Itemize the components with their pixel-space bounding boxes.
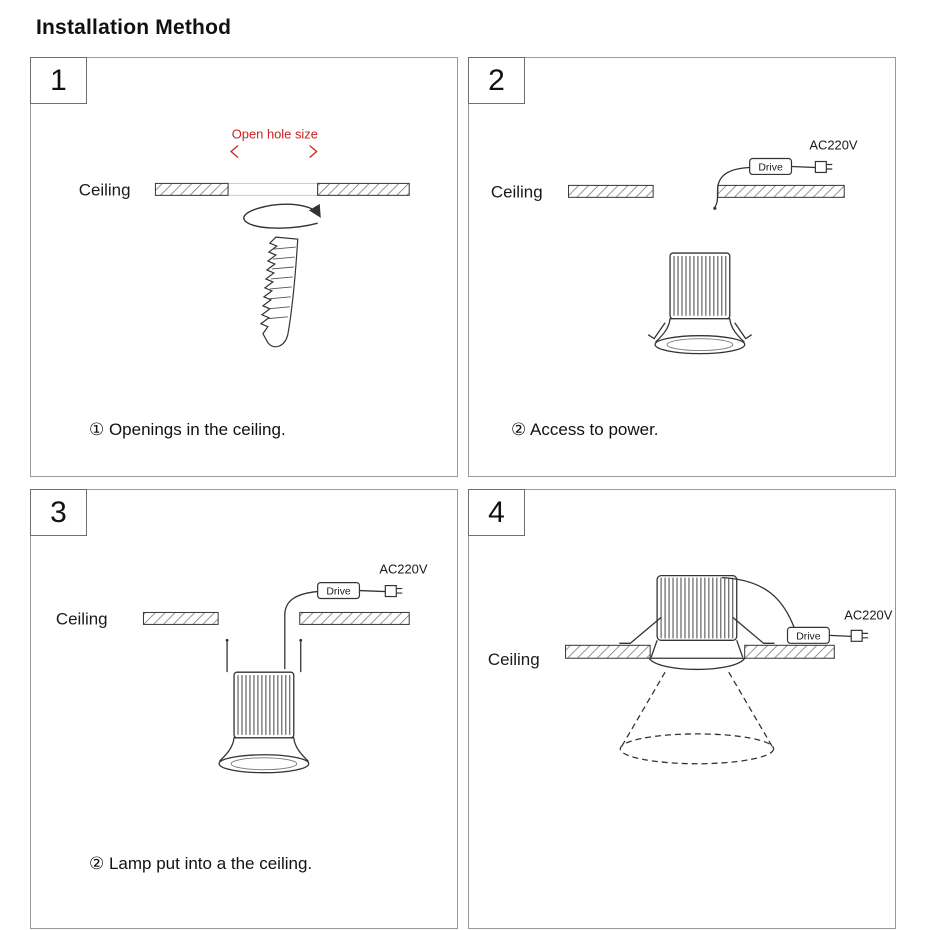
spring-clip-right <box>732 616 775 644</box>
lamp-heatsink <box>669 252 731 320</box>
drive-label: Drive <box>796 631 821 642</box>
panel-2: 2 Ceiling AC220V Drive <box>468 57 896 477</box>
clip-pin-tip-left <box>225 638 229 642</box>
ac220v-label: AC220V <box>844 607 893 622</box>
plug-prongs <box>826 163 833 170</box>
plug-prongs <box>396 587 403 594</box>
ceiling-label: Ceiling <box>491 182 543 201</box>
driver-unit: Drive <box>721 576 869 644</box>
driver-unit: Drive <box>713 157 833 210</box>
lamp-flange <box>218 737 310 762</box>
plug-icon <box>850 629 863 642</box>
drill-icon <box>259 236 299 348</box>
spring-clip-left <box>619 616 662 644</box>
panel-3-illustration: AC220V Drive Ceiling <box>56 562 428 774</box>
panel-4-number: 4 <box>488 495 505 529</box>
driver-unit: Drive <box>284 581 403 670</box>
power-wire <box>714 166 750 208</box>
spring-clip-right <box>734 322 753 340</box>
panel-4-number-box: 4 <box>468 489 525 536</box>
ceiling-right-section <box>744 644 835 659</box>
drive-label: Drive <box>326 587 351 598</box>
downlight-icon <box>619 574 775 670</box>
ac220v-label: AC220V <box>379 562 428 577</box>
power-wire <box>721 576 796 629</box>
hole-width-arrow-left-icon <box>230 145 239 159</box>
spring-clip-pins <box>226 641 302 673</box>
lamp-flange <box>654 318 746 343</box>
panel-1-caption: ① Openings in the ceiling. <box>89 420 286 439</box>
panel-2-illustration: Ceiling AC220V Drive <box>491 138 858 355</box>
ceiling-right-section <box>299 611 410 625</box>
open-hole-size-label: Open hole size <box>232 127 318 142</box>
panel-1-illustration: Open hole size Ceiling <box>79 127 410 348</box>
lamp-trim <box>647 657 746 670</box>
drive-label: Drive <box>758 162 783 173</box>
ceiling-left-section <box>154 182 229 196</box>
lamp-fins <box>673 256 727 316</box>
panel-3-number-box: 3 <box>30 489 87 536</box>
downlight-icon <box>647 252 753 355</box>
plug-wire <box>791 165 816 169</box>
panel-2-number-box: 2 <box>468 57 525 104</box>
plug-prongs <box>862 632 869 639</box>
rotation-arrow-icon <box>243 203 321 229</box>
spring-clip-left <box>647 322 666 340</box>
lamp-fins <box>660 577 734 639</box>
plug-wire <box>359 589 386 593</box>
wire-end <box>713 206 717 210</box>
light-beam <box>619 671 775 765</box>
ceiling-label: Ceiling <box>56 609 108 628</box>
hole-width-arrow-right-icon <box>309 145 318 159</box>
panel-3-caption: ② Lamp put into a the ceiling. <box>89 854 313 873</box>
ceiling-left-section <box>142 611 219 625</box>
clip-pin-tip-right <box>299 638 303 642</box>
lamp-heatsink <box>233 671 295 739</box>
power-wire <box>284 590 318 670</box>
ceiling-right-section <box>317 182 410 196</box>
ceiling-left-section <box>568 184 654 198</box>
plug-icon <box>384 584 397 598</box>
panel-1-number-box: 1 <box>30 57 87 104</box>
plug-icon <box>814 160 827 174</box>
panel-4: 4 Ceiling AC220V Drive <box>468 489 896 929</box>
ceiling-right-section <box>717 184 845 198</box>
lamp-rim-inner <box>230 757 298 771</box>
panel-1: 1 Open hole size Ceiling ① Openings in t… <box>30 57 458 477</box>
panel-3-number: 3 <box>50 495 67 529</box>
lamp-neck <box>650 640 744 658</box>
beam-spot <box>619 733 775 765</box>
ac220v-label: AC220V <box>809 138 858 153</box>
panel-2-number: 2 <box>488 63 505 97</box>
page-title: Installation Method <box>36 16 232 39</box>
lamp-fins <box>237 675 291 735</box>
panel-4-illustration: Ceiling AC220V Drive <box>488 574 893 765</box>
ceiling-label: Ceiling <box>79 180 131 199</box>
panel-1-number: 1 <box>50 63 67 97</box>
panel-3: 3 AC220V Drive Ceiling <box>30 489 458 929</box>
beam-edges <box>619 671 775 750</box>
downlight-icon <box>218 638 310 774</box>
lamp-rim-inner <box>666 338 734 352</box>
drive-box <box>786 626 830 644</box>
ceiling-label: Ceiling <box>488 650 540 669</box>
plug-wire <box>829 634 852 637</box>
open-hole-section <box>227 182 319 196</box>
ceiling-left-section <box>565 644 651 659</box>
panel-2-caption: ② Access to power. <box>511 420 659 439</box>
